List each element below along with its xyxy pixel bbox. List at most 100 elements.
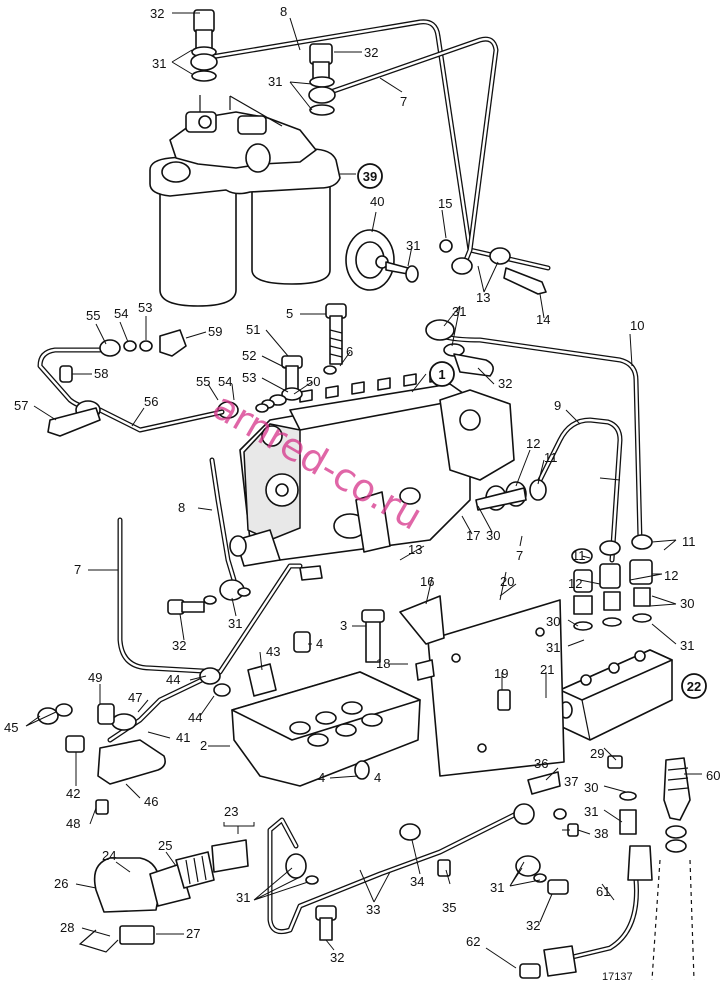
callout-28: 28 xyxy=(60,920,74,935)
callout-4: 4 xyxy=(316,636,323,651)
return-line-41 xyxy=(37,667,231,815)
callout-55: 55 xyxy=(86,308,100,323)
callout-31: 31 xyxy=(452,304,466,319)
callout-29: 29 xyxy=(590,746,604,761)
callout-7: 7 xyxy=(516,548,523,563)
callout-20: 20 xyxy=(500,574,514,589)
callout-9: 9 xyxy=(554,398,561,413)
pump-console xyxy=(231,609,421,787)
callout-61: 61 xyxy=(596,884,610,899)
stop-solenoid xyxy=(78,839,249,953)
callout-51: 51 xyxy=(246,322,260,337)
callout-32: 32 xyxy=(498,376,512,391)
callout-30: 30 xyxy=(680,596,694,611)
callout-35: 35 xyxy=(442,900,456,915)
callout-7: 7 xyxy=(400,94,407,109)
figure-number: 17137 xyxy=(602,971,633,983)
callout-47: 47 xyxy=(128,690,142,705)
callout-45: 45 xyxy=(4,720,18,735)
callout-31: 31 xyxy=(406,238,420,253)
fuel-filter-assembly xyxy=(149,95,341,307)
callout-54: 54 xyxy=(114,306,128,321)
callout-31: 31 xyxy=(268,74,282,89)
callout-46: 46 xyxy=(144,794,158,809)
callout-32: 32 xyxy=(364,45,378,60)
callout-24: 24 xyxy=(102,848,116,863)
callout-58: 58 xyxy=(94,366,108,381)
callout-31: 31 xyxy=(152,56,166,71)
callout-19: 19 xyxy=(494,666,508,681)
callout-3: 3 xyxy=(340,618,347,633)
callout-26: 26 xyxy=(54,876,68,891)
callout-44: 44 xyxy=(188,710,202,725)
callout-42: 42 xyxy=(66,786,80,801)
callout-4: 4 xyxy=(318,770,325,785)
callout-18: 18 xyxy=(376,656,390,671)
callout-31: 31 xyxy=(490,880,504,895)
pump-mounting-bolt xyxy=(323,303,347,375)
callout-8: 8 xyxy=(280,4,287,19)
circled-callout-frames xyxy=(357,163,707,699)
callout-53: 53 xyxy=(138,300,152,315)
callout-10: 10 xyxy=(630,318,644,333)
callout-40: 40 xyxy=(370,194,384,209)
callout-30: 30 xyxy=(486,528,500,543)
callout-56: 56 xyxy=(144,394,158,409)
callout-8: 8 xyxy=(178,500,185,515)
callout-39: 39 xyxy=(363,169,377,184)
callout-21: 21 xyxy=(540,662,554,677)
callout-31: 31 xyxy=(228,616,242,631)
callout-49: 49 xyxy=(88,670,102,685)
callout-30: 30 xyxy=(584,780,598,795)
callout-48: 48 xyxy=(66,816,80,831)
callout-50: 50 xyxy=(306,374,320,389)
callout-52: 52 xyxy=(242,348,256,363)
callout-17: 17 xyxy=(466,528,480,543)
callout-16: 16 xyxy=(420,574,434,589)
callout-31: 31 xyxy=(680,638,694,653)
callout-57: 57 xyxy=(14,398,28,413)
return-line-33 xyxy=(267,771,579,941)
right-fittings xyxy=(475,479,653,631)
callout-11: 11 xyxy=(544,450,558,465)
pump-inlet-fittings xyxy=(217,355,303,419)
fuel-line-7-8 xyxy=(117,457,303,675)
callout-55: 55 xyxy=(196,374,210,389)
callout-14: 14 xyxy=(536,312,550,327)
callout-60: 60 xyxy=(706,768,720,783)
callout-22: 22 xyxy=(687,679,701,694)
callout-6: 6 xyxy=(346,344,353,359)
callout-41: 41 xyxy=(176,730,190,745)
injection-pump xyxy=(229,369,515,581)
leader-lines xyxy=(25,12,702,969)
callout-37: 37 xyxy=(564,774,578,789)
callout-2: 2 xyxy=(200,738,207,753)
callout-11: 11 xyxy=(572,548,586,563)
callout-36: 36 xyxy=(534,756,548,771)
callout-13: 13 xyxy=(476,290,490,305)
callout-31: 31 xyxy=(546,640,560,655)
callout-12: 12 xyxy=(568,576,582,591)
callout-7: 7 xyxy=(74,562,81,577)
callout-32: 32 xyxy=(330,950,344,965)
callout-13: 13 xyxy=(408,542,422,557)
callout-12: 12 xyxy=(526,436,540,451)
callout-32: 32 xyxy=(526,918,540,933)
callout-38: 38 xyxy=(594,826,608,841)
callout-25: 25 xyxy=(158,838,172,853)
return-fuel-lines xyxy=(37,319,643,563)
hand-priming-pump xyxy=(345,229,419,291)
callout-1: 1 xyxy=(438,367,445,382)
fuel-hose-61 xyxy=(519,755,695,981)
callout-33: 33 xyxy=(366,902,380,917)
callout-32: 32 xyxy=(172,638,186,653)
callout-5: 5 xyxy=(286,306,293,321)
callout-62: 62 xyxy=(466,934,480,949)
callout-labels: 32 8 31 32 31 7 39 40 15 31 13 14 31 5 6… xyxy=(4,4,720,983)
callout-31: 31 xyxy=(236,890,250,905)
callout-4: 4 xyxy=(374,770,381,785)
callout-53: 53 xyxy=(242,370,256,385)
callout-44: 44 xyxy=(166,672,180,687)
